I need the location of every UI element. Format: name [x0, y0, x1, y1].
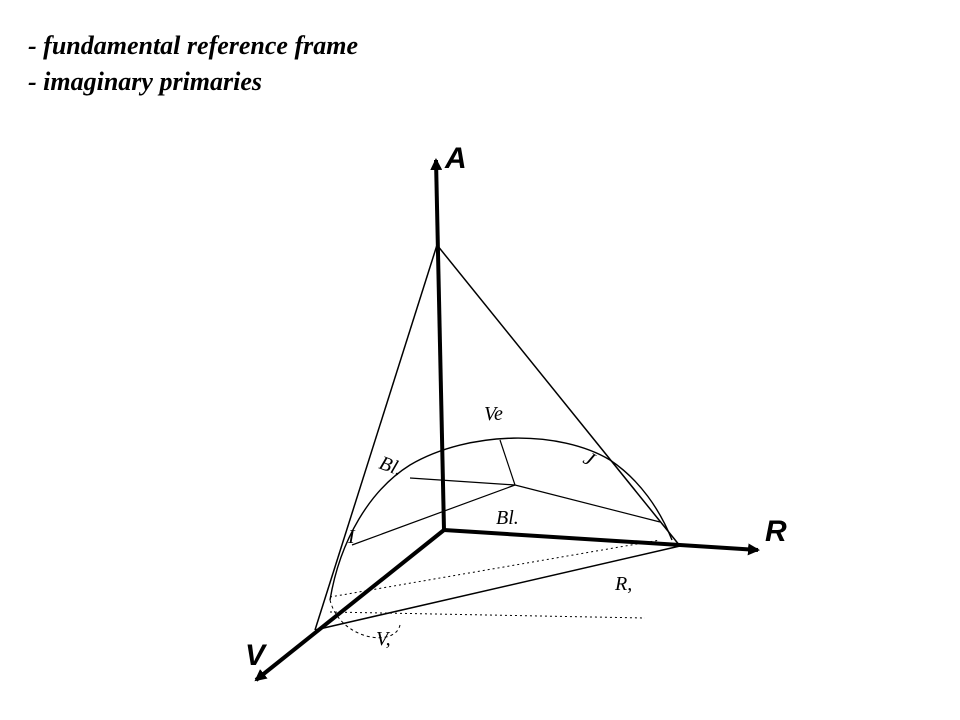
- label-bl-lower: Bl.: [496, 507, 519, 529]
- axis-label-r: R: [765, 515, 787, 548]
- spectrum-locus-curve: [329, 437, 673, 601]
- line-center-ve: [499, 439, 516, 486]
- bullet-item: - fundamental reference frame: [28, 31, 359, 60]
- pyramid-edges: [314, 244, 681, 631]
- label-bl-upper: Bl.: [376, 452, 405, 480]
- dotted-v-r: [329, 539, 661, 598]
- label-v1: V,: [376, 628, 391, 650]
- axis-a: [430, 158, 446, 531]
- inner-lines: [351, 439, 661, 546]
- line-center-j: [514, 484, 661, 523]
- dotted-lines: [329, 539, 661, 619]
- edge-apex-r: [436, 244, 681, 547]
- axis-label-a: A: [444, 142, 467, 175]
- label-j: J: [580, 447, 600, 471]
- bullet-item: - imaginary primaries: [28, 67, 263, 96]
- dashed-locus: [329, 599, 401, 639]
- axis-label-v: V: [245, 639, 268, 672]
- label-i: I: [347, 526, 356, 548]
- bullet-list: - fundamental reference frame - imaginar…: [28, 28, 358, 100]
- line-center-bl: [409, 477, 516, 486]
- axes: [254, 158, 760, 682]
- label-ve: Ve: [484, 403, 503, 425]
- axis-r: [443, 528, 760, 556]
- line-center-i: [351, 484, 516, 546]
- axis-v: [254, 528, 446, 682]
- edge-apex-v: [314, 244, 438, 631]
- edge-v-r: [314, 545, 681, 631]
- label-r1: R,: [614, 573, 632, 595]
